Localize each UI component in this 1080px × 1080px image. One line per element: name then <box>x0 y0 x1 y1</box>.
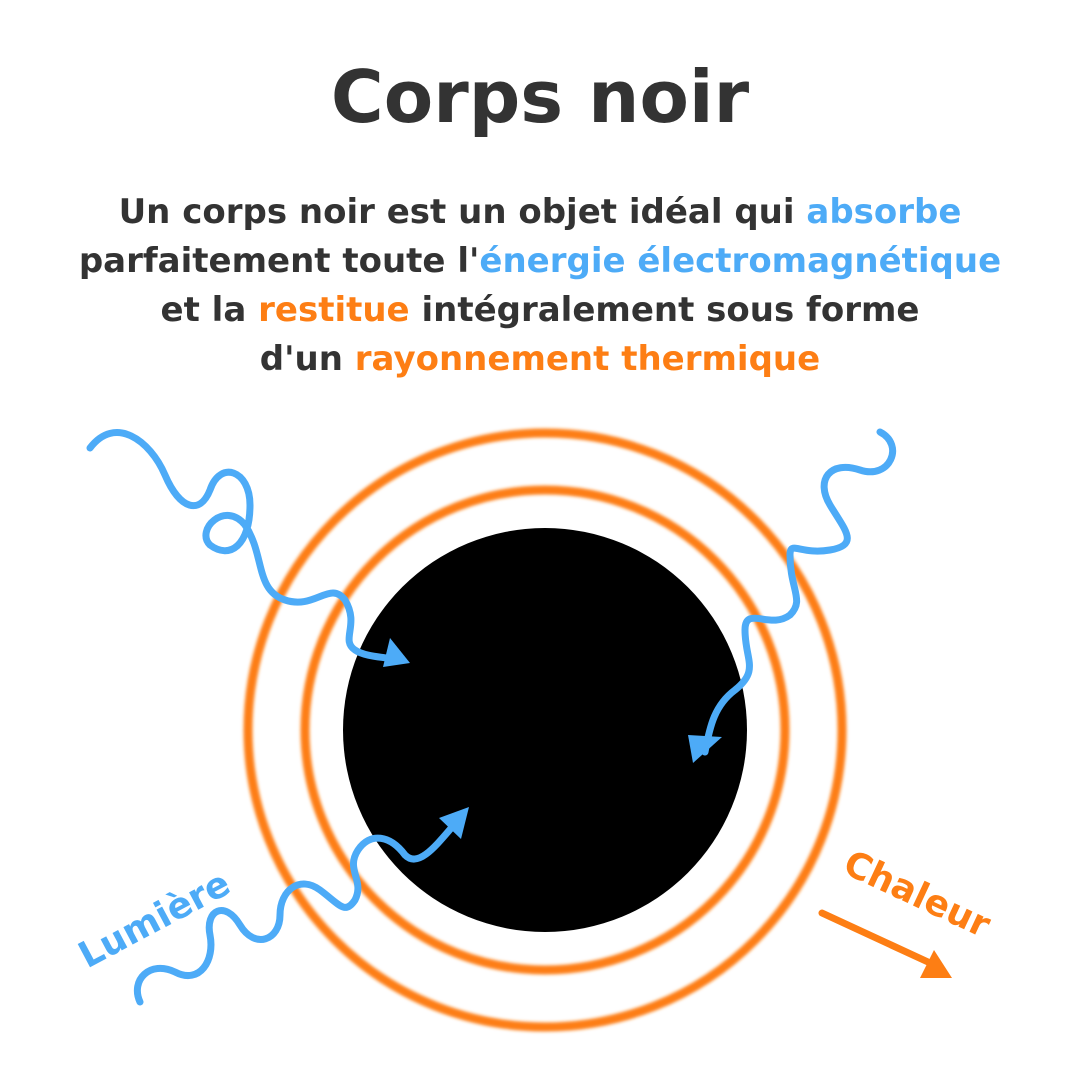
outer-radiation-ring <box>243 428 847 1032</box>
arrow-head-top-right <box>688 735 722 763</box>
highlight-restitue: restitue <box>258 290 410 330</box>
highlight-absorbe: absorbe <box>806 192 962 232</box>
inner-radiation-ring <box>300 485 790 975</box>
arrow-head-top-left <box>383 638 410 667</box>
definition-line-2: parfaitement toute l'énergie électromagn… <box>78 241 1002 281</box>
highlight-rayonnement: rayonnement thermique <box>354 339 821 379</box>
definition-line-1: Un corps noir est un objet idéal qui abs… <box>118 192 962 232</box>
arrow-head-bottom-left <box>439 807 469 839</box>
highlight-energie: énergie électromagnétique <box>479 241 1002 281</box>
light-wave-bottom-left <box>134 814 464 1006</box>
definition-text: Un corps noir est un objet idéal qui abs… <box>0 188 1080 384</box>
black-body-sphere <box>343 528 747 932</box>
heat-arrow-shaft <box>818 909 932 966</box>
light-wave-top-right <box>701 428 896 756</box>
page-title: Corps noir <box>330 55 750 139</box>
definition-line-3: et la restitue intégralement sous forme <box>160 290 920 330</box>
light-wave-top-left <box>86 429 404 664</box>
heat-arrow-head <box>920 950 952 978</box>
definition-line-4: d'un rayonnement thermique <box>259 339 821 379</box>
